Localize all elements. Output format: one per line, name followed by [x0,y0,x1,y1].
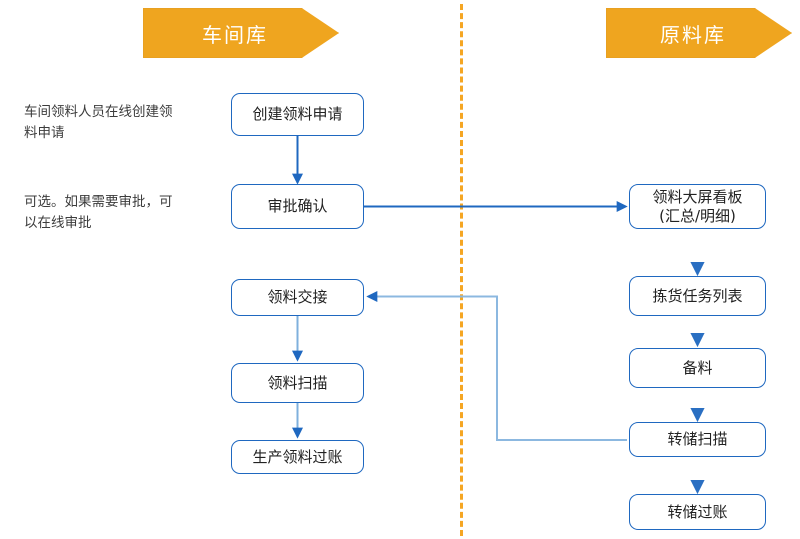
node-approval-confirm[interactable]: 审批确认 [231,184,364,229]
node-material-scan[interactable]: 领料扫描 [231,363,364,403]
node-material-handover[interactable]: 领料交接 [231,279,364,316]
node-transfer-posting[interactable]: 转储过账 [629,494,766,530]
node-picking-task-list[interactable]: 拣货任务列表 [629,276,766,316]
banner-raw-material-warehouse-label: 原料库 [660,22,727,47]
banner-workshop-warehouse-label: 车间库 [202,22,269,47]
node-create-request[interactable]: 创建领料申请 [231,93,364,136]
node-dashboard[interactable]: 领料大屏看板 (汇总/明细) [629,184,766,229]
node-transfer-scan[interactable]: 转储扫描 [629,422,766,457]
node-prepare-material[interactable]: 备料 [629,348,766,388]
node-production-posting[interactable]: 生产领料过账 [231,440,364,474]
lane-divider [460,4,463,536]
banner-workshop-warehouse: 车间库 [143,8,339,58]
note-approval: 可选。如果需要审批，可 以在线审批 [24,194,173,231]
note-create-request: 车间领料人员在线创建领 料申请 [24,104,173,141]
connector-transfer-scan-to-handover [366,291,627,441]
banner-raw-material-warehouse: 原料库 [606,8,792,58]
